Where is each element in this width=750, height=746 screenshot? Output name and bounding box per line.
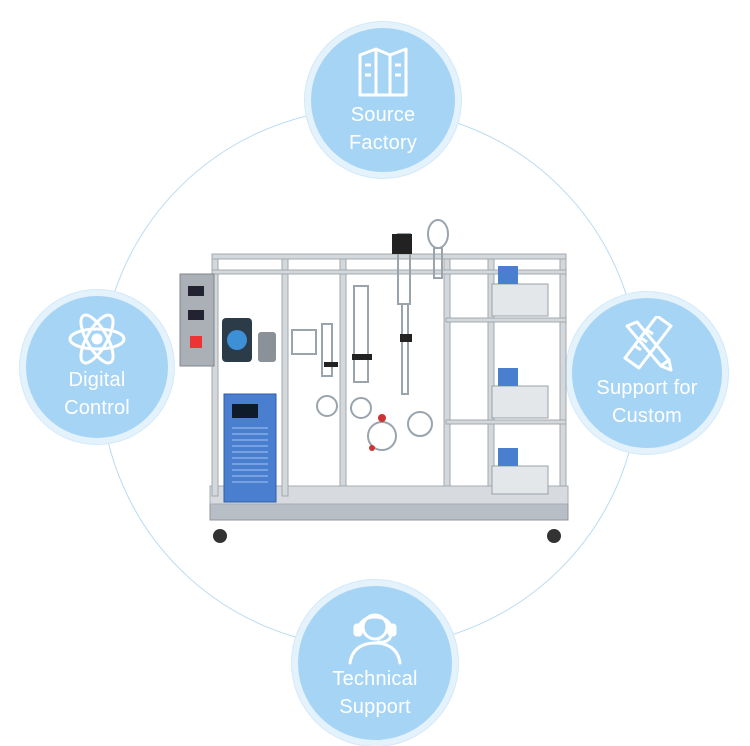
node-label: Factory [348,132,418,154]
factory-building-icon [354,43,412,101]
node-label: Support [339,696,411,718]
distillation-apparatus-image [176,214,576,548]
node-label: Support for [596,377,698,399]
digital-control-node: Digital Control [20,290,174,444]
node-label: Technical [332,668,418,690]
node-label: Digital [68,369,126,391]
pencil-ruler-icon [617,316,677,374]
support-for-custom-node: Support for Custom [566,292,728,454]
node-label: Custom [611,405,683,427]
source-factory-node: Source Factory [305,22,461,178]
headset-agent-icon [344,605,406,665]
node-label: Control [64,397,130,419]
atom-icon [67,312,127,366]
node-label: Source [350,104,416,126]
technical-support-node: Technical Support [292,580,458,746]
